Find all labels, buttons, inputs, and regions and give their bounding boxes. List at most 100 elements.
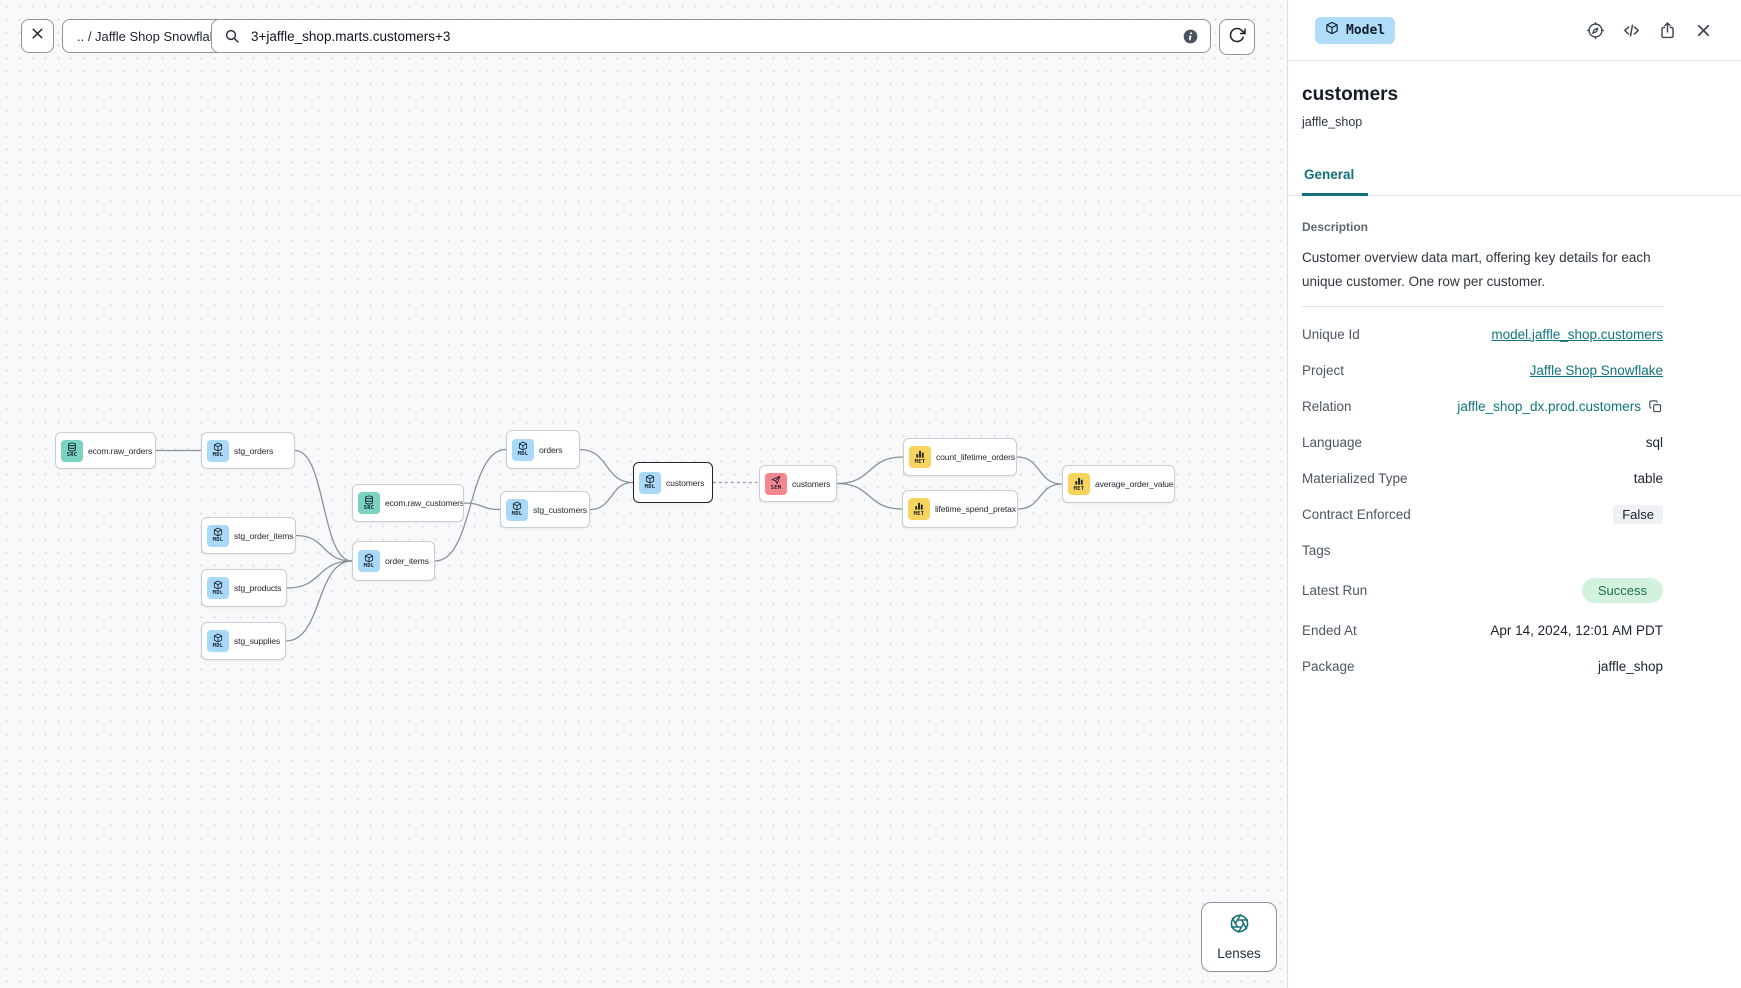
- node-label: customers: [666, 477, 705, 488]
- unique-id-link[interactable]: model.jaffle_shop.customers: [1491, 326, 1663, 342]
- panel-close-icon[interactable]: [1694, 21, 1713, 40]
- tags-label: Tags: [1302, 542, 1331, 558]
- detail-row-tags: Tags: [1302, 532, 1663, 568]
- refresh-icon: [1228, 26, 1246, 49]
- node-label: customers: [792, 478, 831, 489]
- lineage-edge: [295, 534, 353, 562]
- contract-enforced-label: Contract Enforced: [1302, 506, 1411, 522]
- node-label: lifetime_spend_pretax: [935, 504, 1016, 514]
- graph-node-count_lifetime_orders[interactable]: MET count_lifetime_orders: [903, 438, 1017, 476]
- panel-header-actions: [1586, 21, 1713, 40]
- node-label: order_items: [385, 556, 429, 566]
- tab-general[interactable]: General: [1302, 167, 1369, 196]
- lineage-edge: [434, 448, 507, 562]
- description-text: Customer overview data mart, offering ke…: [1302, 250, 1651, 289]
- latest-run-badge: Success: [1581, 577, 1663, 603]
- model-cube-icon: MDL: [207, 524, 229, 547]
- lenses-button[interactable]: Lenses: [1201, 902, 1277, 972]
- relation-link[interactable]: jaffle_shop_dx.prod.customers: [1457, 398, 1641, 414]
- metric-chart-icon: MET: [909, 446, 931, 468]
- database-icon: SRC: [358, 492, 380, 514]
- model-cube-icon: [1325, 21, 1339, 39]
- details-panel: Model customers jaffle_shop General Desc…: [1287, 0, 1741, 988]
- lineage-search[interactable]: [211, 19, 1211, 53]
- detail-row-unique-id: Unique Id model.jaffle_shop.customers: [1302, 316, 1663, 352]
- model-cube-icon: MDL: [639, 471, 661, 494]
- page-title: customers: [1302, 84, 1399, 105]
- node-label: stg_customers: [533, 504, 587, 515]
- lineage-edge: [836, 456, 904, 485]
- lineage-edge: [463, 502, 501, 511]
- search-input[interactable]: [249, 27, 1174, 45]
- detail-row-project: Project Jaffle Shop Snowflake: [1302, 352, 1663, 388]
- panel-tabs: General: [1288, 167, 1741, 196]
- model-cube-icon: MDL: [207, 439, 229, 462]
- graph-node-customers[interactable]: MDL customers: [633, 462, 713, 503]
- project-link[interactable]: Jaffle Shop Snowflake: [1529, 362, 1663, 378]
- breadcrumb[interactable]: .. / Jaffle Shop Snowflake: [62, 19, 239, 53]
- model-cube-icon: MDL: [207, 630, 229, 652]
- language-label: Language: [1302, 434, 1363, 450]
- refresh-button[interactable]: [1219, 19, 1255, 55]
- detail-row-ended-at: Ended At Apr 14, 2024, 12:01 AM PDT: [1302, 612, 1663, 648]
- package-value: jaffle_shop: [1597, 658, 1663, 674]
- lineage-edge: [286, 560, 353, 589]
- panel-header: Model: [1288, 0, 1741, 61]
- lineage-edge: [294, 449, 353, 562]
- ended-at-value: Apr 14, 2024, 12:01 AM PDT: [1490, 622, 1663, 638]
- unique-id-label: Unique Id: [1302, 326, 1360, 342]
- copy-icon[interactable]: [1648, 399, 1663, 414]
- relation-label: Relation: [1302, 398, 1352, 414]
- graph-node-lifetime_spend_pretax[interactable]: MET lifetime_spend_pretax: [902, 490, 1018, 528]
- node-label: average_order_value: [1095, 479, 1174, 489]
- close-icon: [29, 25, 46, 47]
- resource-type-badge: Model: [1315, 16, 1396, 44]
- contract-enforced-badge: False: [1613, 504, 1663, 524]
- info-icon[interactable]: [1183, 29, 1198, 44]
- detail-row-relation: Relation jaffle_shop_dx.prod.customers: [1302, 388, 1663, 424]
- lineage-edge: [1017, 483, 1063, 510]
- explore-compass-icon[interactable]: [1586, 21, 1605, 40]
- graph-node-ecom_raw_customers[interactable]: SRC ecom.raw_customers: [352, 484, 464, 522]
- lineage-edge: [836, 482, 903, 510]
- graph-node-stg_orders[interactable]: MDL stg_orders: [201, 432, 295, 469]
- lineage-edge: [579, 448, 634, 484]
- breadcrumb-label: .. / Jaffle Shop Snowflake: [77, 28, 224, 44]
- lineage-edge: [1016, 456, 1063, 485]
- model-cube-icon: MDL: [358, 550, 380, 572]
- divider: [1302, 306, 1663, 308]
- database-icon: SRC: [61, 439, 83, 462]
- graph-node-order_items[interactable]: MDL order_items: [352, 541, 435, 581]
- graph-node-stg_supplies[interactable]: MDL stg_supplies: [201, 622, 286, 660]
- model-cube-icon: MDL: [512, 438, 534, 461]
- materialized-type-value: table: [1633, 470, 1663, 486]
- share-icon[interactable]: [1658, 21, 1677, 40]
- node-label: stg_orders: [234, 445, 274, 456]
- node-label: count_lifetime_orders: [936, 452, 1016, 462]
- node-label: stg_supplies: [234, 636, 280, 646]
- ended-at-label: Ended At: [1302, 622, 1357, 638]
- lineage-edges: [156, 448, 1063, 642]
- code-icon[interactable]: [1622, 21, 1641, 40]
- lineage-edge: [285, 560, 353, 642]
- node-label: ecom.raw_customers: [385, 498, 464, 508]
- metric-chart-icon: MET: [908, 498, 930, 520]
- detail-row-contract-enforced: Contract Enforced False: [1302, 496, 1663, 532]
- materialized-type-label: Materialized Type: [1302, 470, 1408, 486]
- lineage-edge: [589, 481, 634, 511]
- node-label: stg_products: [234, 583, 282, 593]
- project-label: Project: [1302, 362, 1345, 378]
- close-lineage-button[interactable]: [21, 19, 54, 53]
